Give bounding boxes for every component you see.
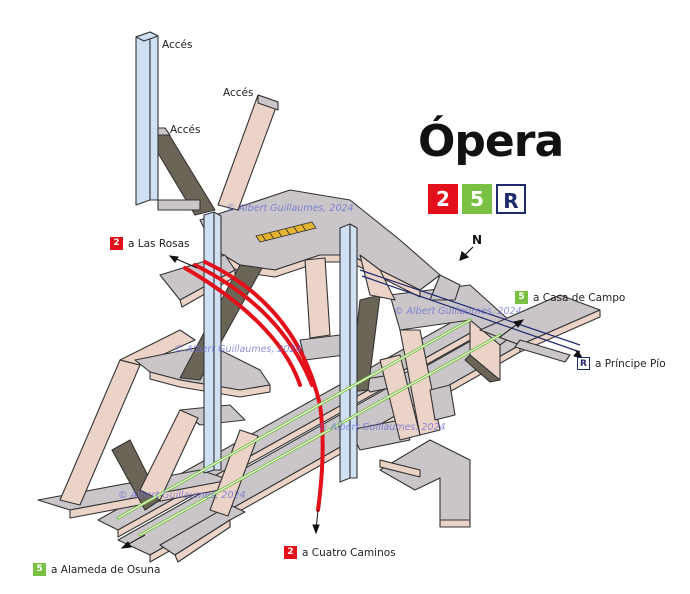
access-label-2: Accés	[223, 87, 254, 99]
station-title: Ópera	[418, 116, 564, 167]
dest-principe-pio: R a Príncipe Pío	[577, 357, 666, 370]
lineR-square-icon: R	[577, 357, 590, 370]
right-ramp	[399, 329, 441, 436]
line2-square-icon: 2	[110, 237, 123, 250]
watermark-1: © Albert Guillaumes, 2024	[226, 203, 354, 214]
line-badge-r: R	[496, 184, 526, 214]
dest-casa-de-campo-label: a Casa de Campo	[533, 291, 626, 304]
elevator-shaft-left	[135, 31, 151, 206]
north-arrow	[459, 246, 474, 261]
watermark-3: © Albert Guillaumes, 2024	[174, 344, 302, 355]
line-badge-2: 2	[428, 184, 458, 214]
escalator-hatching	[255, 221, 317, 243]
dest-casa-de-campo: 5 a Casa de Campo	[515, 291, 625, 304]
principe-pio-stub	[514, 339, 571, 363]
dest-alameda-de-osuna-label: a Alameda de Osuna	[51, 563, 161, 576]
ramal-tracks	[359, 269, 581, 353]
access-label-3: Accés	[170, 124, 201, 136]
watermark-2: © Albert Guillaumes, 2024	[394, 306, 522, 317]
watermark-4: © Albert Guillaumes, 2024	[318, 422, 446, 433]
access-ramp-right	[217, 94, 279, 211]
line5-square-icon: 5	[33, 563, 46, 576]
dest-principe-pio-label: a Príncipe Pío	[595, 357, 666, 370]
elevator-shaft-right	[339, 223, 351, 483]
dest-las-rosas-label: a Las Rosas	[128, 237, 190, 250]
line-badge-5: 5	[462, 184, 492, 214]
direction-arrows	[120, 255, 584, 549]
line2-square-icon: 2	[284, 546, 297, 559]
access-label-1: Accés	[162, 39, 193, 51]
dest-cuatro-caminos: 2 a Cuatro Caminos	[284, 546, 396, 559]
watermark-5: © Albert Guillaumes, 2024	[118, 490, 246, 501]
dest-alameda-de-osuna: 5 a Alameda de Osuna	[33, 563, 160, 576]
dest-cuatro-caminos-label: a Cuatro Caminos	[302, 546, 396, 559]
line5-square-icon: 5	[515, 291, 528, 304]
line2-tracks	[183, 260, 325, 512]
north-label: N	[472, 233, 483, 247]
lower-right-corridor	[379, 439, 471, 521]
dest-las-rosas: 2 a Las Rosas	[110, 237, 190, 250]
elevator-shaft-center	[203, 211, 215, 474]
